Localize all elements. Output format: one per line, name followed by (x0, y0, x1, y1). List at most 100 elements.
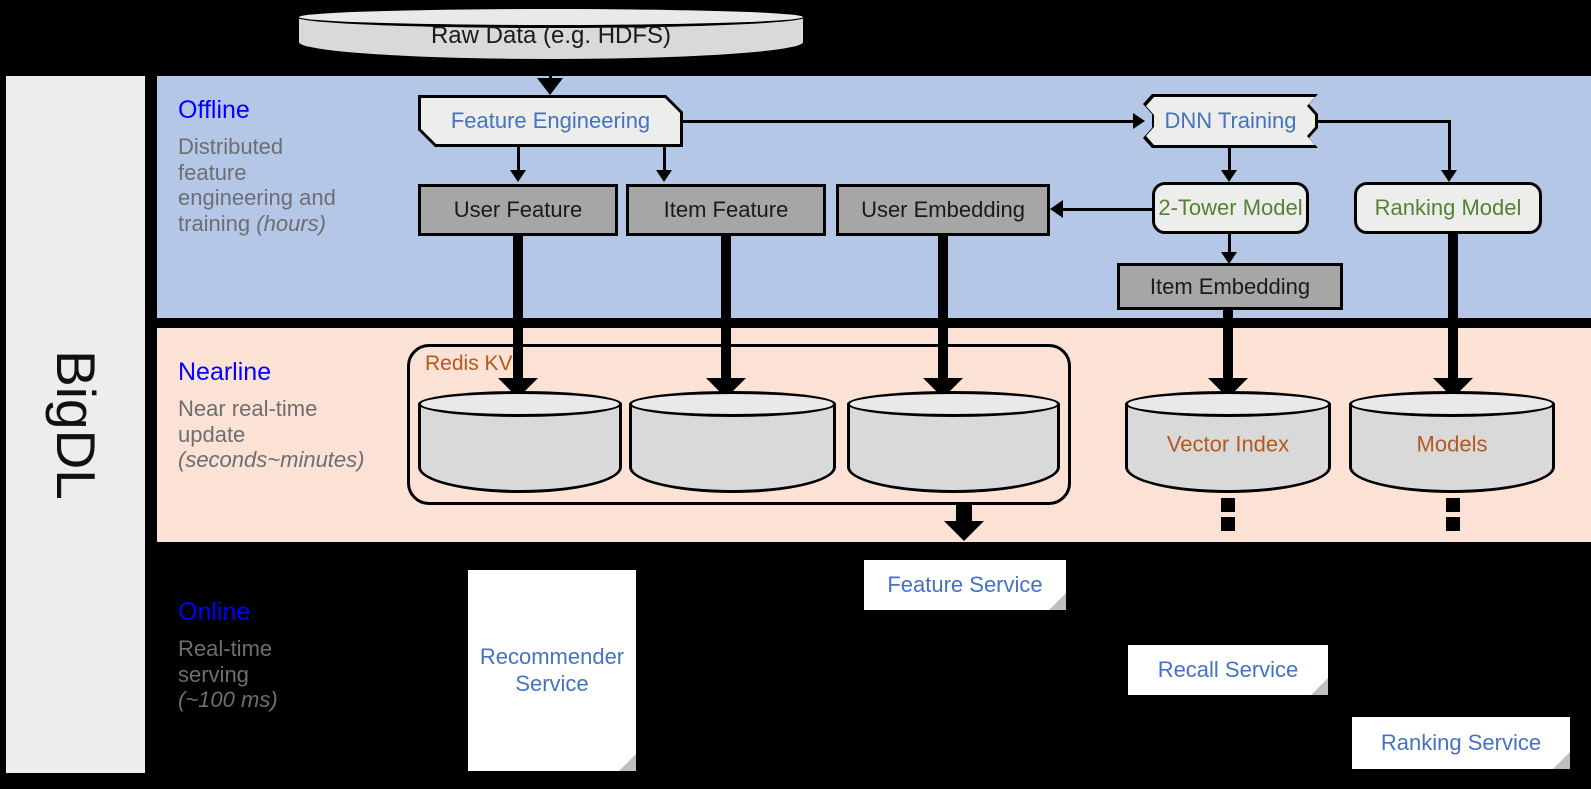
user-feature-store-cylinder[interactable] (418, 391, 622, 493)
offline-desc-line-4: training (hours) (178, 210, 326, 236)
offline-desc-line-3: engineering and (178, 185, 336, 211)
nearline-band-label: Nearline Near real-time update (seconds~… (178, 358, 393, 473)
nearline-description: Near real-time update (seconds~minutes) (178, 396, 393, 473)
online-band-label: Online Real-time serving (~100 ms) (178, 598, 393, 713)
offline-description: Distributed feature engineering and trai… (178, 134, 393, 236)
dnn-to-ranking-arrowhead (1441, 170, 1457, 182)
fe-to-dnn-arrowhead (1133, 113, 1145, 129)
vector-index-cylinder[interactable]: Vector Index (1125, 391, 1331, 493)
item-embedding-label: Item Embedding (1149, 273, 1311, 299)
dnn-training-label: DNN Training (1146, 97, 1315, 145)
recall-service-node[interactable]: Recall Service (1128, 645, 1328, 695)
two-tower-model-label: 2-Tower Model (1158, 195, 1303, 220)
ranking-model-label: Ranking Model (1374, 195, 1522, 220)
user-embedding-label: User Embedding (861, 197, 1025, 222)
redis-to-featureservice-arrowhead (944, 521, 984, 541)
kv-cylinder-2-body (629, 404, 836, 493)
offline-desc-line-1: Distributed (178, 134, 284, 159)
bigdl-label: BigDL (44, 349, 107, 500)
offline-desc-line-2: feature (178, 159, 247, 185)
nearline-title: Nearline (178, 358, 272, 386)
user-feature-node[interactable]: User Feature (418, 184, 618, 236)
dnn-to-twotower-line (1228, 148, 1231, 174)
fe-to-itemfeature-line (663, 147, 666, 173)
feature-service-label: Feature Service (887, 571, 1043, 597)
vectorindex-stub-1 (1221, 498, 1235, 512)
kv-cylinder-1-body (418, 404, 622, 493)
item-feature-node[interactable]: Item Feature (626, 184, 826, 236)
models-body (1349, 404, 1555, 493)
rankingmodel-pipe (1448, 234, 1458, 388)
user-embedding-node[interactable]: User Embedding (836, 184, 1050, 236)
feature-engineering-node[interactable]: Feature Engineering (418, 95, 683, 147)
models-label: Models (1416, 431, 1488, 457)
recommender-service-label-line-2: Service (515, 670, 589, 696)
online-desc-line-1: Real-time (178, 636, 273, 661)
raw-data-cylinder-top (296, 6, 806, 28)
recall-service-label: Recall Service (1157, 656, 1299, 682)
item-feature-label: Item Feature (663, 197, 789, 222)
userembedding-pipe (938, 236, 948, 388)
kv-cylinder-3-body (847, 404, 1060, 493)
twotower-to-itemembedding-arrowhead (1221, 252, 1237, 264)
raw-to-fe-line (549, 62, 552, 84)
dnn-to-twotower-arrowhead (1221, 170, 1237, 182)
redis-to-featureservice-stub (956, 505, 972, 521)
user-embedding-store-cylinder[interactable] (847, 391, 1060, 493)
fe-to-userfeature-arrowhead (510, 170, 526, 182)
item-embedding-node[interactable]: Item Embedding (1117, 263, 1343, 310)
redis-kv-label: Redis KV (425, 352, 513, 375)
twotower-to-userembedding-line (1063, 208, 1153, 211)
feature-service-node[interactable]: Feature Service (864, 560, 1066, 610)
vector-index-label: Vector Index (1166, 431, 1290, 457)
itemembedding-pipe (1223, 310, 1233, 388)
online-desc-line-2: serving (178, 661, 249, 687)
ranking-service-label: Ranking Service (1380, 729, 1542, 755)
raw-to-fe-arrowhead (537, 78, 563, 95)
vector-index-top (1125, 391, 1331, 417)
vector-index-body (1125, 404, 1331, 493)
recall-service-sheet (1128, 645, 1328, 695)
vectorindex-stub-2 (1221, 517, 1235, 531)
offline-band-label: Offline Distributed feature engineering … (178, 96, 393, 236)
twotower-to-userembedding-arrowhead (1050, 200, 1063, 218)
itemfeature-pipe (721, 236, 731, 388)
online-description: Real-time serving (~100 ms) (178, 636, 393, 713)
ranking-model-node[interactable]: Ranking Model (1354, 182, 1542, 234)
fe-to-itemfeature-arrowhead (656, 170, 672, 182)
dnn-to-ranking-h (1316, 120, 1451, 123)
recommender-service-label: Recommender Service (468, 570, 636, 771)
dnn-training-node[interactable]: DNN Training (1143, 94, 1318, 148)
fe-to-dnn-line (683, 120, 1135, 123)
ranking-service-node[interactable]: Ranking Service (1352, 717, 1570, 769)
online-title: Online (178, 598, 251, 626)
offline-title: Offline (178, 96, 250, 124)
bigdl-framework-rail: BigDL (6, 76, 145, 773)
feature-service-sheet (864, 560, 1066, 610)
redis-kv-container (407, 344, 1071, 505)
nearline-desc-italic: (seconds~minutes) (178, 447, 365, 473)
kv-cylinder-2-top (629, 391, 836, 417)
user-feature-label: User Feature (453, 197, 583, 222)
recommender-service-label-line-1: Recommender (479, 644, 625, 670)
models-cylinder[interactable]: Models (1349, 391, 1555, 493)
online-desc-italic: (~100 ms) (178, 687, 278, 713)
item-feature-store-cylinder[interactable] (629, 391, 836, 493)
models-stub-1 (1446, 498, 1460, 512)
dnn-to-ranking-v (1448, 120, 1451, 174)
nearline-desc-line-1: Near real-time (178, 396, 318, 421)
fe-to-userfeature-line (517, 147, 520, 173)
recommender-service-node[interactable]: Recommender Service (468, 570, 636, 771)
models-stub-2 (1446, 517, 1460, 531)
two-tower-model-node[interactable]: 2-Tower Model (1152, 182, 1309, 234)
models-top (1349, 391, 1555, 417)
nearline-desc-line-2: update (178, 421, 246, 447)
userfeature-pipe (513, 236, 523, 388)
kv-cylinder-3-top (847, 391, 1060, 417)
twotower-to-itemembedding-line (1228, 234, 1231, 258)
raw-data-label: Raw Data (e.g. HDFS) (430, 22, 672, 50)
raw-data-store: Raw Data (e.g. HDFS) (296, 6, 806, 62)
kv-cylinder-1-top (418, 391, 622, 417)
ranking-service-sheet (1352, 717, 1570, 769)
